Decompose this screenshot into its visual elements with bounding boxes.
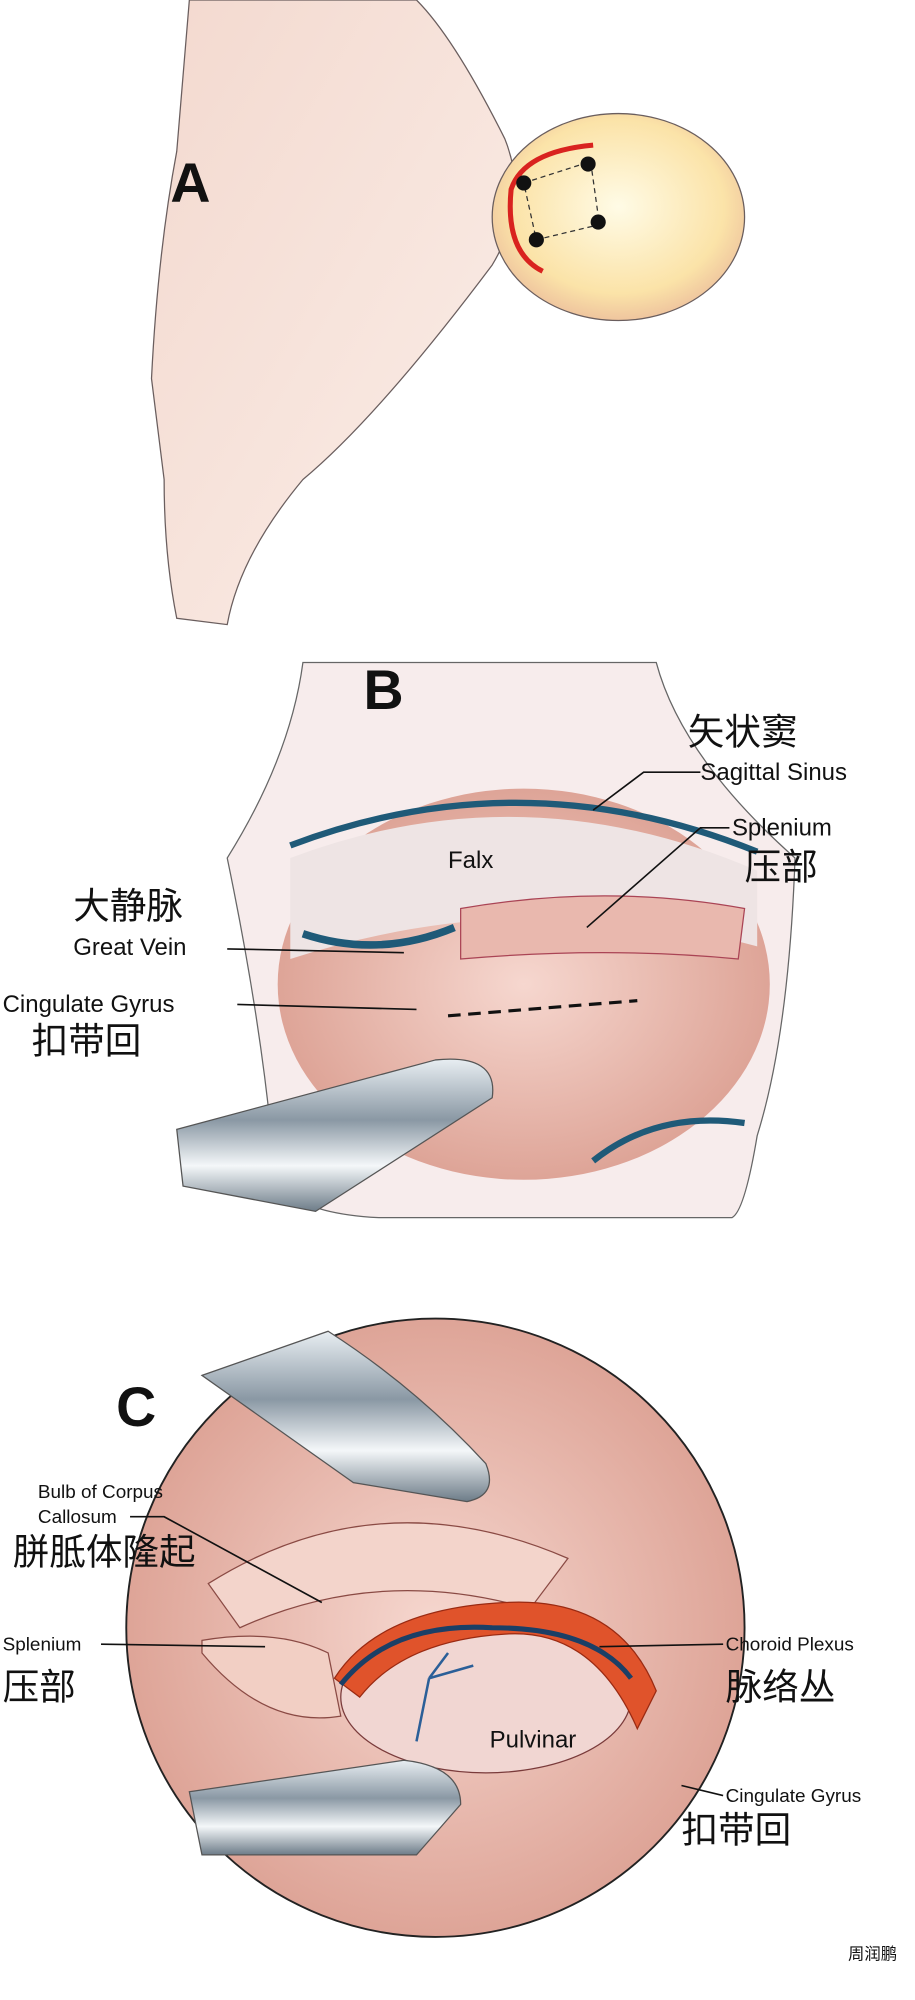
label-sagittal-sinus: Sagittal Sinus [700, 759, 847, 786]
label-bulb-zh: 胼胝体隆起 [13, 1531, 196, 1574]
splenium-structure [460, 895, 746, 960]
great-vein [301, 923, 456, 949]
label-great-vein-zh: 大静脉 [73, 885, 183, 928]
label-falx: Falx [448, 847, 493, 874]
label-sagittal-sinus-zh: 矢状窦 [688, 710, 798, 753]
panel-b-letter: B [363, 659, 403, 721]
label-splenium-c-zh: 压部 [3, 1666, 76, 1709]
label-cingulate-gyrus-b: Cingulate Gyrus [3, 991, 175, 1018]
retractor-c-top [200, 1330, 491, 1503]
panel-b: B 矢状窦 Sagittal Sinus Splenium 压部 Falx 大静… [3, 659, 847, 1219]
label-cingulate-gyrus-b-zh: 扣带回 [32, 1020, 142, 1063]
patient-body [150, 0, 516, 626]
label-splenium-b: Splenium [732, 814, 832, 841]
label-cingulate-gyrus-c: Cingulate Gyrus [726, 1786, 862, 1807]
panel-c: C Bulb of Corpus Callosum 胼胝体隆起 Splenium… [3, 1317, 862, 1938]
retractor-b [176, 1058, 494, 1213]
panel-a-letter: A [170, 152, 210, 214]
vein-lower [591, 1117, 746, 1164]
artist-signature: 周润鹏 [848, 1945, 897, 1964]
label-splenium-b-zh: 压部 [745, 845, 818, 888]
label-cingulate-gyrus-c-zh: 扣带回 [681, 1808, 791, 1851]
label-bulb-line1: Bulb of Corpus [38, 1482, 163, 1503]
label-choroid-plexus: Choroid Plexus [726, 1634, 854, 1655]
label-splenium-c: Splenium [3, 1634, 82, 1655]
incision-line [507, 142, 594, 274]
burr-holes [516, 156, 606, 248]
panel-c-letter: C [116, 1376, 156, 1438]
pulvinar-vessels [415, 1652, 474, 1742]
label-great-vein: Great Vein [73, 934, 186, 961]
retractor-c-bottom [188, 1759, 462, 1856]
label-choroid-plexus-zh: 脉络丛 [726, 1666, 836, 1709]
bulb-of-corpus-callosum [207, 1522, 569, 1629]
label-pulvinar: Pulvinar [490, 1727, 577, 1754]
skull [491, 112, 746, 322]
sagittal-sinus [289, 799, 759, 855]
cingulate-incision [447, 999, 638, 1018]
label-bulb-line2: Callosum [38, 1507, 117, 1528]
thalamostriate-vein [338, 1624, 634, 1687]
panel-a: A [150, 0, 746, 626]
splenium-c [201, 1635, 342, 1719]
